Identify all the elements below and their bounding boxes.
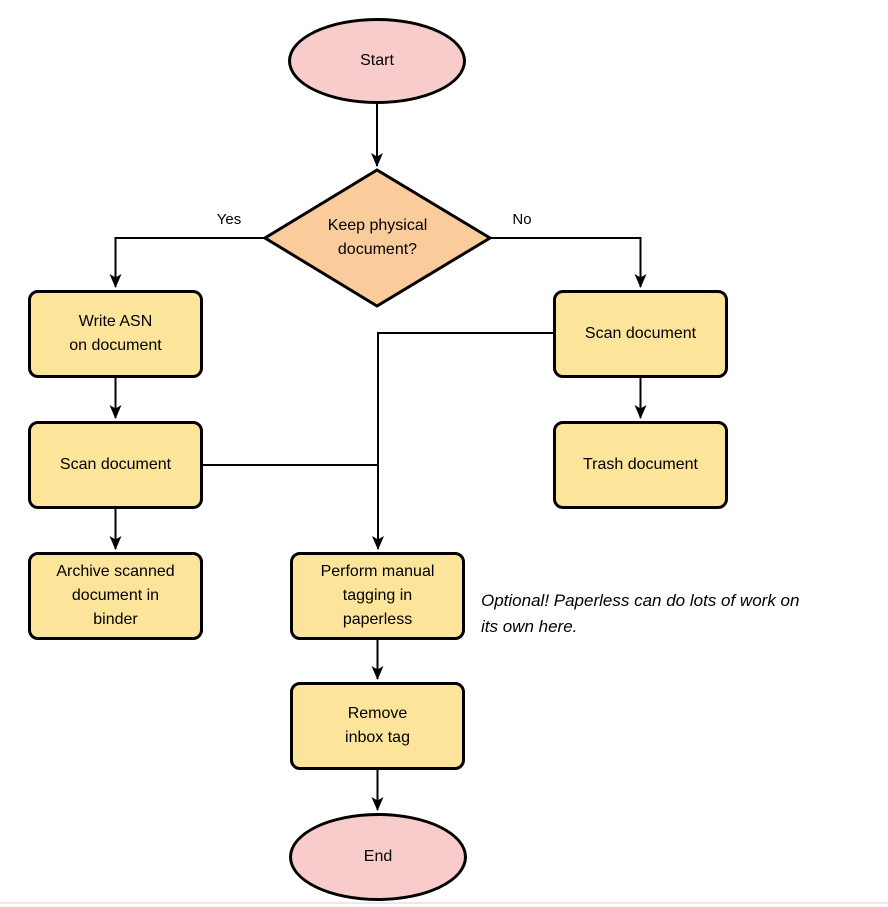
node-end: End [289,813,467,901]
node-archive: Archive scanned document in binder [28,552,203,640]
node-archive-line: binder [93,611,138,628]
node-manual-tagging-line: Perform manual [320,563,435,580]
node-archive-line: document in [71,587,160,604]
edge-scan-right-to-tagging [372,332,553,550]
page-bottom-divider [0,902,888,904]
decision-shape [262,168,493,308]
node-write-asn-line: on document [69,337,162,354]
node-scan-document-right: Scan document [553,290,728,378]
node-end-label: End [363,848,393,865]
node-manual-tagging-line: tagging in [342,587,413,604]
node-remove-inbox-tag-line: Remove [347,705,408,722]
annotation-line: Optional! Paperless can do lots of work … [481,591,800,610]
node-manual-tagging: Perform manual tagging in paperless [290,552,465,640]
edge-decision-yes-to-write-asn [109,237,265,288]
node-remove-inbox-tag: Remove inbox tag [290,682,465,770]
decision-line: Keep physical [327,217,428,234]
node-trash-document: Trash document [553,421,728,509]
decision-line: document? [337,241,418,258]
annotation-line: its own here. [481,617,578,636]
node-scan-document-left: Scan document [28,421,203,509]
node-scan-document-right-label: Scan document [584,325,697,342]
node-archive-line: Archive scanned [56,563,175,580]
edge-label-yes: Yes [216,211,242,228]
edge-decision-no-to-scan-right [490,237,647,288]
node-start: Start [288,18,466,104]
node-manual-tagging-line: paperless [342,611,413,628]
node-write-asn-line: Write ASN [78,313,153,330]
node-scan-document-left-label: Scan document [59,456,172,473]
edge-label-no: No [512,211,532,228]
node-trash-document-label: Trash document [582,456,698,473]
node-decision-label: Keep physical document? [265,170,490,306]
node-remove-inbox-tag-line: inbox tag [345,729,410,746]
annotation-note: Optional! Paperless can do lots of work … [481,588,799,640]
node-start-label: Start [360,52,394,69]
node-write-asn: Write ASN on document [28,290,203,378]
